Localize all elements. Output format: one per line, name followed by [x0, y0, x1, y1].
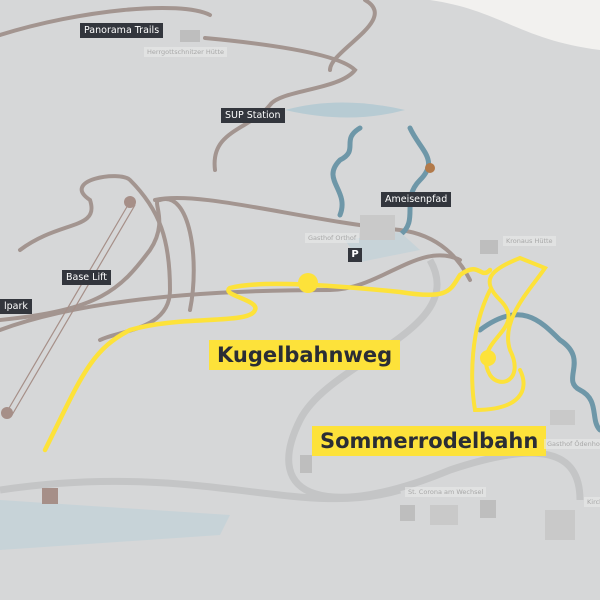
lake	[285, 102, 405, 118]
place-kirche: Kirch	[584, 497, 600, 507]
rodel-smiley-icon	[480, 350, 496, 366]
ant-mascot-icon	[425, 163, 435, 173]
label-sup-station[interactable]: SUP Station	[221, 108, 285, 123]
place-gasthof-oedenhof: Gasthof Ödenhof	[544, 439, 600, 449]
label-ameisenpfad[interactable]: Ameisenpfad	[381, 192, 452, 207]
label-base-lift[interactable]: Base Lift	[62, 270, 111, 285]
lift-cables	[4, 204, 136, 416]
lower-water	[0, 500, 230, 550]
lift-station-bottom	[1, 407, 13, 419]
place-herrgottschnitzer: Herrgottschnitzer Hütte	[144, 47, 228, 57]
kugelbahn-ball-icon	[298, 273, 318, 293]
label-kugelbahnweg[interactable]: Kugelbahnweg	[209, 340, 401, 370]
label-bikepark[interactable]: lpark	[0, 299, 32, 314]
sky-area	[430, 0, 600, 50]
label-sommerrodelbahn[interactable]: Sommerrodelbahn	[312, 426, 547, 456]
parking-icon[interactable]: P	[348, 248, 362, 262]
sommerrodelbahn-route[interactable]	[470, 255, 549, 413]
place-kronaus: Kronaus Hütte	[503, 236, 556, 246]
place-st-corona: St. Corona am Wechsel	[405, 487, 487, 497]
kugelbahnweg-route[interactable]	[42, 267, 493, 453]
label-panorama-trails[interactable]: Panorama Trails	[80, 23, 164, 38]
buildings	[42, 30, 575, 540]
lift-station-top	[124, 196, 136, 208]
place-gasthof-orthof: Gasthof Orthof	[305, 233, 360, 243]
rivers	[330, 125, 600, 433]
